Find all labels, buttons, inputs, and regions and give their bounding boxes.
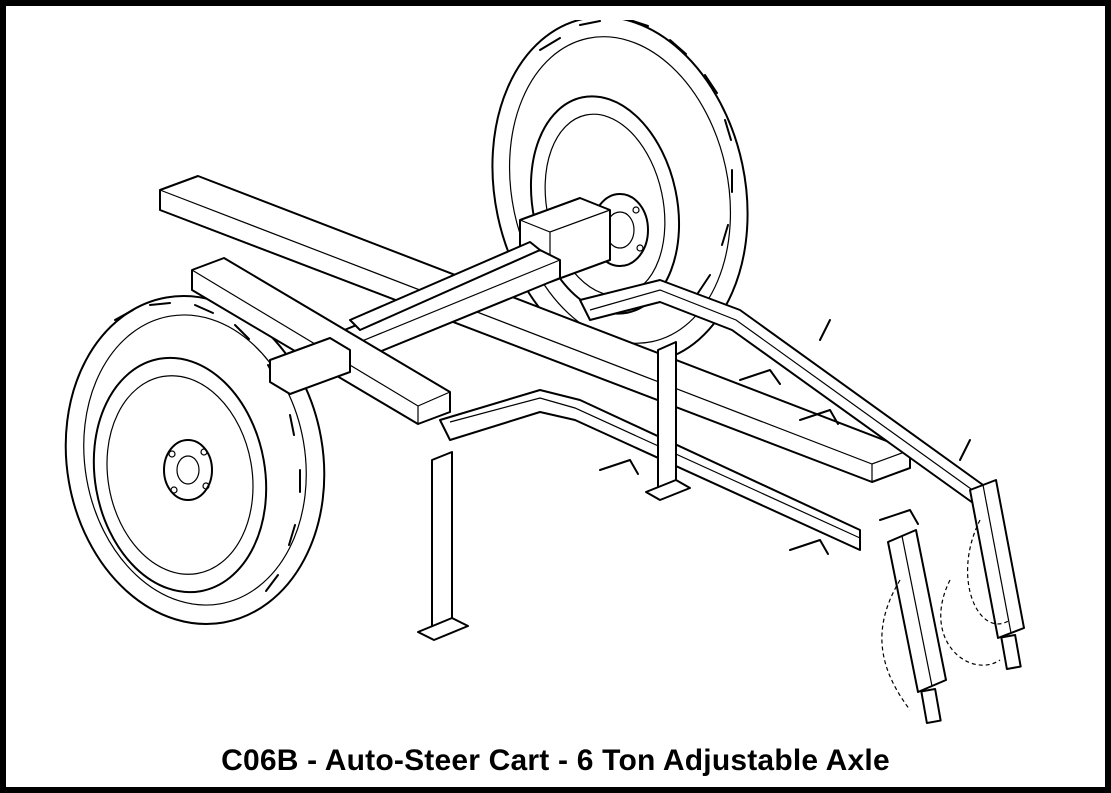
safety-chains	[881, 519, 1011, 711]
jack-stand-front	[417, 451, 469, 641]
frame-brackets	[599, 319, 971, 555]
hitch-jack-right	[969, 479, 1025, 670]
hitch-jack-left	[887, 529, 947, 724]
jack-stand-rear	[645, 341, 691, 501]
rear-crossbar	[159, 175, 911, 483]
front-crossbar	[191, 257, 451, 425]
front-hub	[163, 439, 213, 501]
front-wheel	[64, 294, 326, 626]
cart-line-drawing	[64, 20, 1025, 724]
drawing-caption: C06B - Auto-Steer Cart - 6 Ton Adjustabl…	[221, 744, 890, 777]
